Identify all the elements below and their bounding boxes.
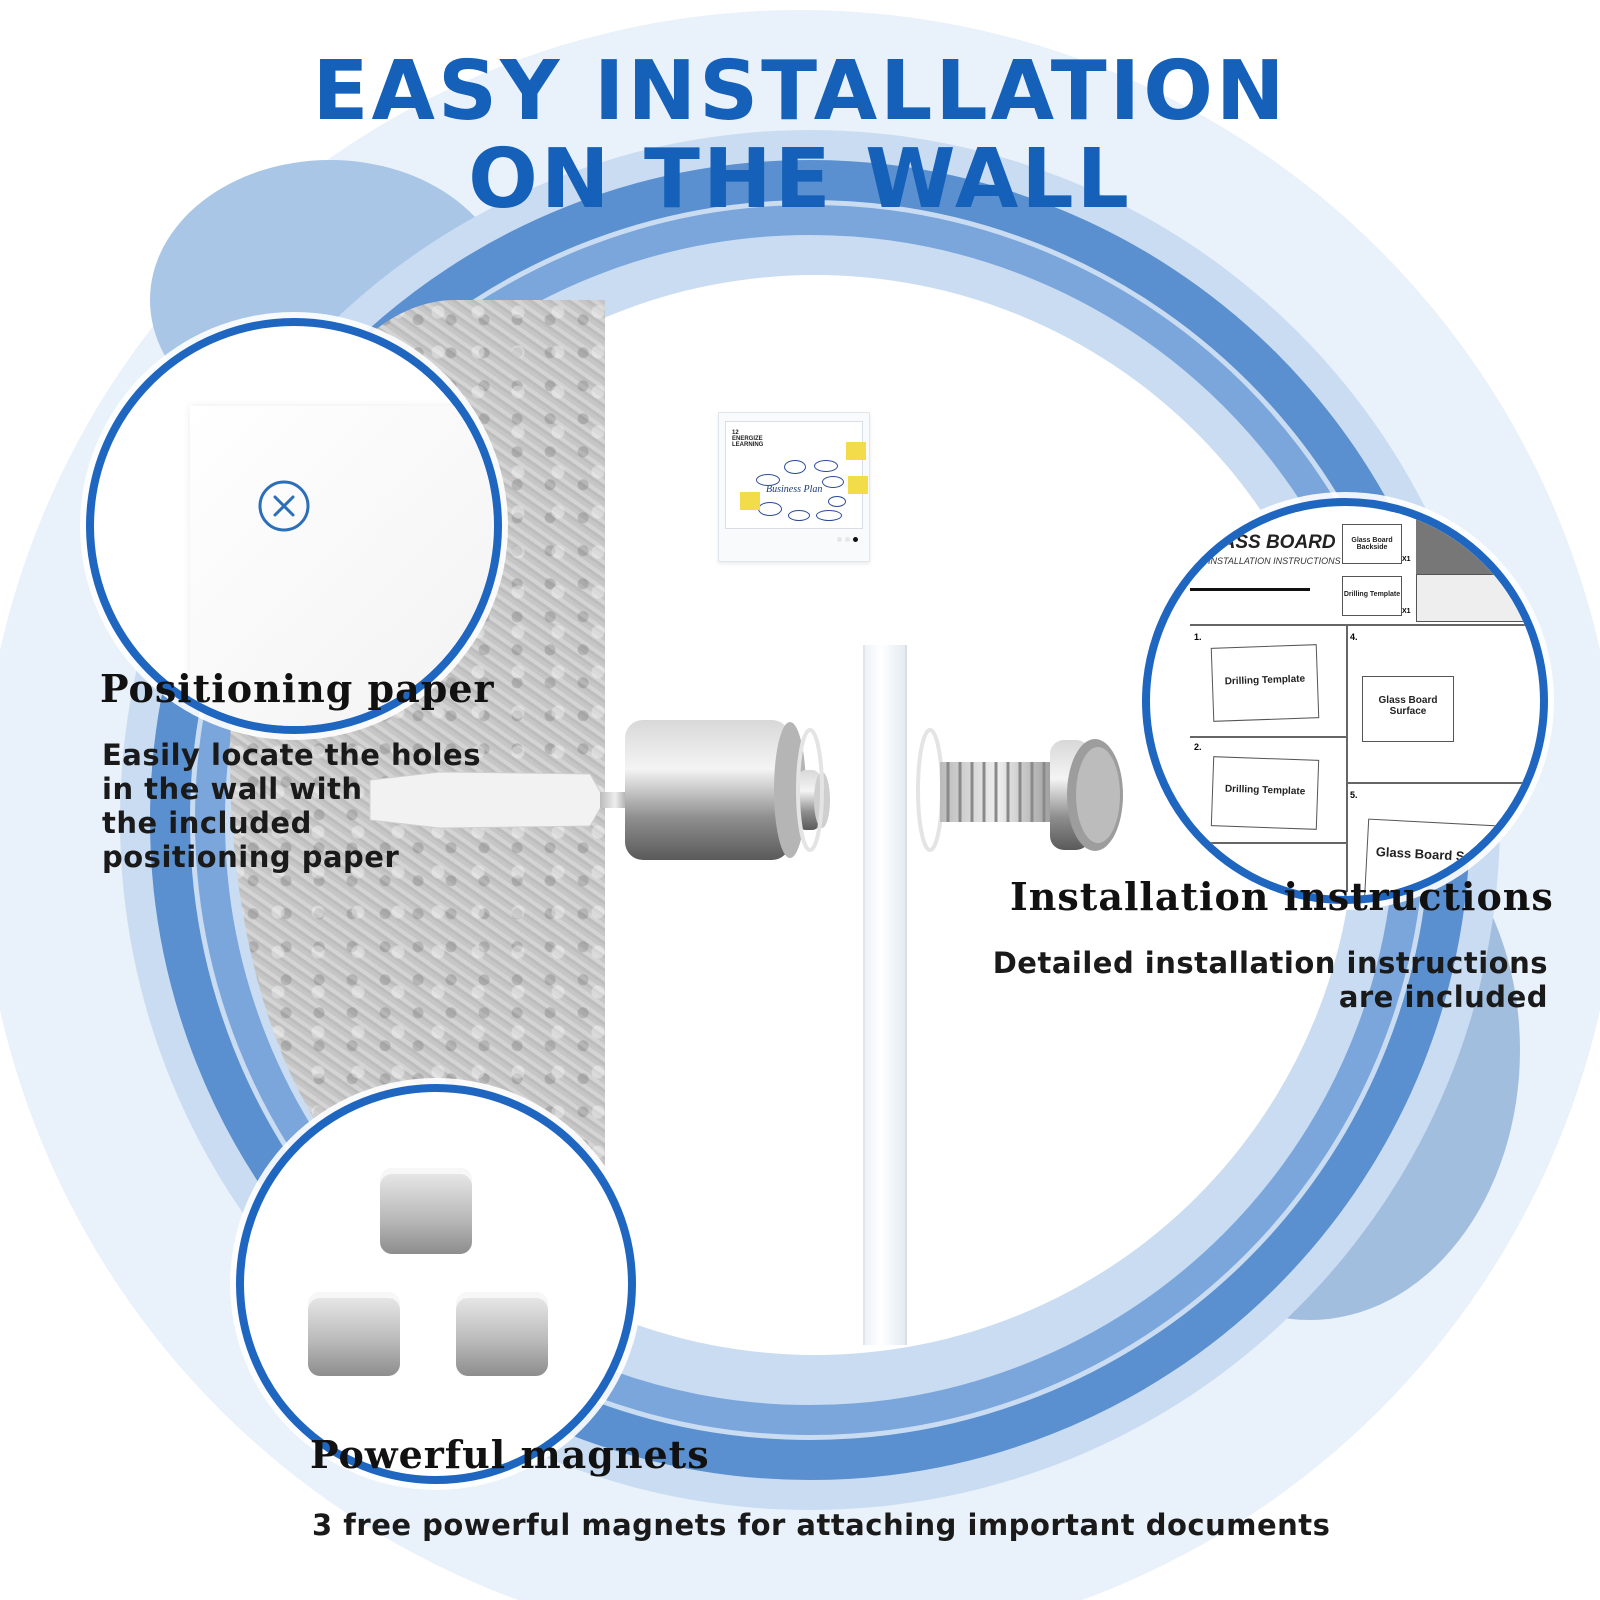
step-number: 1. [1194, 632, 1202, 642]
whiteboard-node [758, 502, 782, 516]
sheet-rule [1190, 588, 1310, 591]
sheet-rule [1190, 624, 1346, 626]
instructions-sheet-subheader: INSTALLATION INSTRUCTIONS [1208, 556, 1341, 566]
magnets-heading: Powerful magnets [310, 1432, 710, 1477]
instructions-sheet: LASS BOARD INSTALLATION INSTRUCTIONS Gla… [1190, 512, 1530, 896]
part-qty: X1 [1402, 608, 1411, 615]
magnets-circle [236, 1084, 636, 1484]
carousel-dots [837, 537, 859, 543]
sheet-rule [1346, 782, 1530, 784]
positioning-description: Easily locate the holes in the wall with… [102, 738, 481, 874]
sheet-photo [1416, 518, 1526, 574]
magnet [456, 1292, 548, 1376]
instructions-description-line-1: Detailed installation instructions [992, 946, 1548, 980]
whiteboard-node [784, 460, 806, 474]
sticky-note [848, 476, 868, 494]
whiteboard-node [822, 476, 844, 488]
magnet [380, 1168, 472, 1254]
positioning-heading: Positioning paper [100, 666, 495, 711]
sheet-rule [1190, 842, 1346, 844]
close-circle-icon [258, 480, 310, 532]
step-number: 5. [1350, 790, 1358, 800]
installation-instructions-circle: LASS BOARD INSTALLATION INSTRUCTIONS Gla… [1142, 498, 1548, 904]
step-number: 4. [1350, 632, 1358, 642]
step-number: 2. [1194, 742, 1202, 752]
sheet-rule [1346, 624, 1530, 626]
sticky-note [846, 442, 866, 460]
sheet-rule [1190, 736, 1346, 738]
mounting-hardware [369, 720, 1123, 860]
whiteboard-node [814, 460, 838, 472]
positioning-paper-sheet [190, 406, 490, 726]
whiteboard-thumbnail: 12 ENERGIZE LEARNING Business Plan [718, 412, 870, 562]
step-glass-board-surface: Glass Board Surface [1362, 676, 1454, 742]
instructions-description-line-2: are included [1338, 980, 1548, 1014]
whiteboard-node [756, 474, 780, 486]
whiteboard-node [816, 510, 842, 521]
part-qty: X1 [1402, 556, 1411, 563]
part-glass-board-backside: Glass Board Backside [1342, 524, 1402, 564]
whiteboard-surface: 12 ENERGIZE LEARNING Business Plan [725, 421, 868, 529]
instructions-sheet-header: LASS BOARD [1210, 532, 1336, 553]
positioning-paper-circle [86, 318, 502, 734]
part-drilling-template: Drilling Template [1342, 576, 1402, 616]
hardware-panel [1416, 574, 1528, 622]
sticky-note [740, 492, 760, 510]
step-drilling-template: Drilling Template [1210, 756, 1320, 830]
whiteboard-center-text: Business Plan [766, 484, 823, 495]
sheet-rule [1346, 624, 1348, 892]
instructions-heading: Installation instructions [1010, 874, 1554, 919]
magnet [308, 1292, 400, 1376]
whiteboard-node [788, 510, 810, 521]
whiteboard-node [828, 496, 846, 507]
step-drilling-template: Drilling Template [1210, 644, 1320, 722]
whiteboard-brand: 12 ENERGIZE LEARNING [732, 430, 764, 448]
title-line-2: ON THE WALL [468, 132, 1132, 227]
title-line-1: EASY INSTALLATION [312, 44, 1288, 139]
magnets-description: 3 free powerful magnets for attaching im… [312, 1508, 1331, 1542]
glass-board-edge [863, 645, 907, 1345]
